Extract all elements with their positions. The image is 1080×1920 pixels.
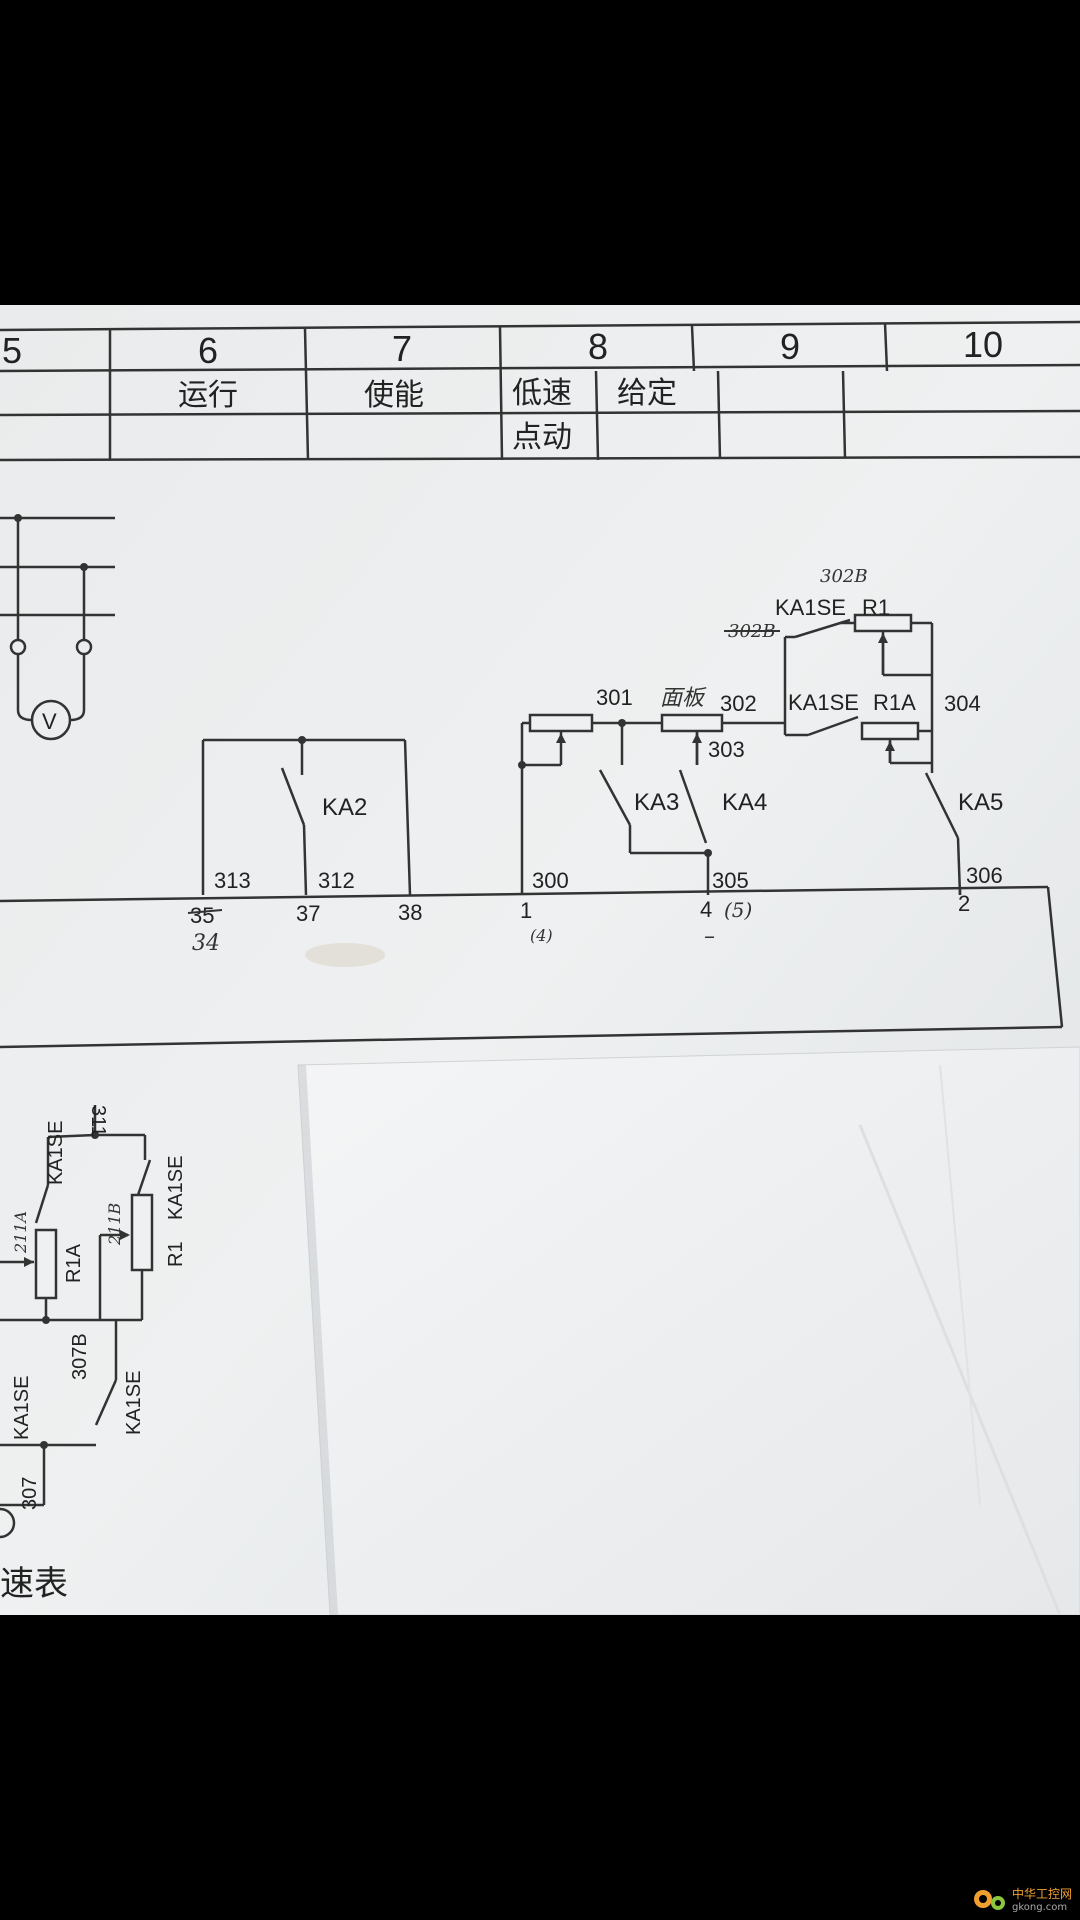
lower-211a: 211A xyxy=(11,1211,30,1254)
voltmeter-circuit xyxy=(0,516,115,722)
paper-stain xyxy=(305,943,385,967)
gear-icon xyxy=(973,1890,1005,1910)
relay-ka5: KA5 xyxy=(958,789,1003,816)
relay-ka4: KA4 xyxy=(722,789,767,816)
lower-ka1se-a: KA1SE xyxy=(45,1121,67,1185)
wire-303: 303 xyxy=(708,737,745,762)
blank-overlay-sheet xyxy=(297,1046,1080,1615)
wire-304: 304 xyxy=(944,691,981,716)
terminal-2: 2 xyxy=(958,891,970,916)
lower-r1a: R1A xyxy=(63,1243,85,1283)
relay-ka3: KA3 xyxy=(634,789,679,816)
col-num-6: 6 xyxy=(198,330,218,371)
wire-306: 306 xyxy=(966,863,1003,888)
junction-dot xyxy=(618,719,626,727)
handwritten-302b: 302B xyxy=(820,566,868,587)
col-num-10: 10 xyxy=(963,324,1003,365)
voltmeter-label: V xyxy=(42,709,57,734)
handwritten-panel: 面板 xyxy=(660,686,707,711)
junction-dot xyxy=(14,514,22,522)
function-setpoint: 给定 xyxy=(617,376,677,411)
terminal-38: 38 xyxy=(398,900,422,925)
wiper-arrow xyxy=(556,733,566,743)
wiper-arrow xyxy=(120,1230,130,1240)
wire-301: 301 xyxy=(596,685,633,710)
wire-302: 302 xyxy=(720,691,757,716)
handwritten-34: 34 xyxy=(192,931,220,956)
wire-313: 313 xyxy=(214,868,251,893)
function-enable: 使能 xyxy=(364,378,424,413)
relay-ka1se-lower: KA1SE xyxy=(788,690,859,715)
relay-ka1se-upper: KA1SE xyxy=(775,595,846,620)
resistor-r1a: R1A xyxy=(873,690,916,715)
lower-ka1se-c: KA1SE xyxy=(123,1371,145,1435)
lower-307b: 307B xyxy=(69,1333,91,1380)
voltmeter-icon xyxy=(30,699,72,741)
function-run: 运行 xyxy=(178,378,238,413)
strike-line xyxy=(187,909,223,914)
junction-dot xyxy=(80,563,88,571)
lower-ka1se-d: KA1SE xyxy=(11,1376,33,1440)
wire-300: 300 xyxy=(532,868,569,893)
sheet-shadow xyxy=(298,1065,338,1615)
title-block xyxy=(0,320,1080,462)
schematic-photo: 5 6 7 8 9 10 运行 使能 低速 给定 点动 V KA2 313 31… xyxy=(0,305,1080,1615)
junction-dot xyxy=(298,736,306,744)
terminal-37: 37 xyxy=(296,901,320,926)
setpoint-circuit xyxy=(520,613,962,896)
function-jog: 点动 xyxy=(512,420,572,455)
function-low-speed: 低速 xyxy=(512,376,572,411)
paper-fold xyxy=(939,1064,981,1506)
junction-dot xyxy=(518,761,526,769)
handwritten-minus: – xyxy=(704,924,715,949)
watermark-text: 中华工控网 xyxy=(1011,1887,1072,1901)
handwritten-4-paren: (4) xyxy=(530,926,553,945)
lower-ka1se-b: KA1SE xyxy=(165,1156,187,1220)
wire-305: 305 xyxy=(712,868,749,893)
junction-dot xyxy=(42,1316,50,1324)
col-num-8: 8 xyxy=(588,326,608,367)
watermark-logo: 中华工控网 gkong.com xyxy=(970,1884,1072,1914)
lower-211b: 211B xyxy=(105,1202,124,1246)
terminal-1: 1 xyxy=(520,898,532,923)
gauge-circle xyxy=(0,1507,16,1539)
terminal-4: 4 xyxy=(700,897,712,922)
lower-schematic xyxy=(0,1105,154,1507)
junction-dot xyxy=(704,849,712,857)
col-num-5: 5 xyxy=(2,330,22,371)
wiper-arrow xyxy=(692,733,702,743)
col-num-9: 9 xyxy=(780,326,800,367)
lower-307: 307 xyxy=(19,1477,41,1510)
junction-dot xyxy=(40,1441,48,1449)
relay-ka2: KA2 xyxy=(322,794,367,821)
wiper-arrow xyxy=(878,633,888,643)
lower-caption-fragment: 速表 xyxy=(0,1564,68,1604)
terminal-35: 35 xyxy=(190,903,214,928)
paper-fold xyxy=(858,1124,1062,1615)
handwritten-5-paren: (5) xyxy=(724,898,752,922)
wiper-arrow xyxy=(885,741,895,751)
terminal-strip xyxy=(0,885,1064,1049)
wiper-arrow xyxy=(24,1257,34,1267)
lower-r1: R1 xyxy=(165,1241,187,1267)
wire-312: 312 xyxy=(318,868,355,893)
junction-dot xyxy=(91,1131,99,1139)
col-num-7: 7 xyxy=(392,328,412,369)
resistor-r1: R1 xyxy=(862,595,890,620)
watermark-url: gkong.com xyxy=(1011,1902,1068,1913)
lower-wire-311: 311 xyxy=(87,1105,109,1137)
